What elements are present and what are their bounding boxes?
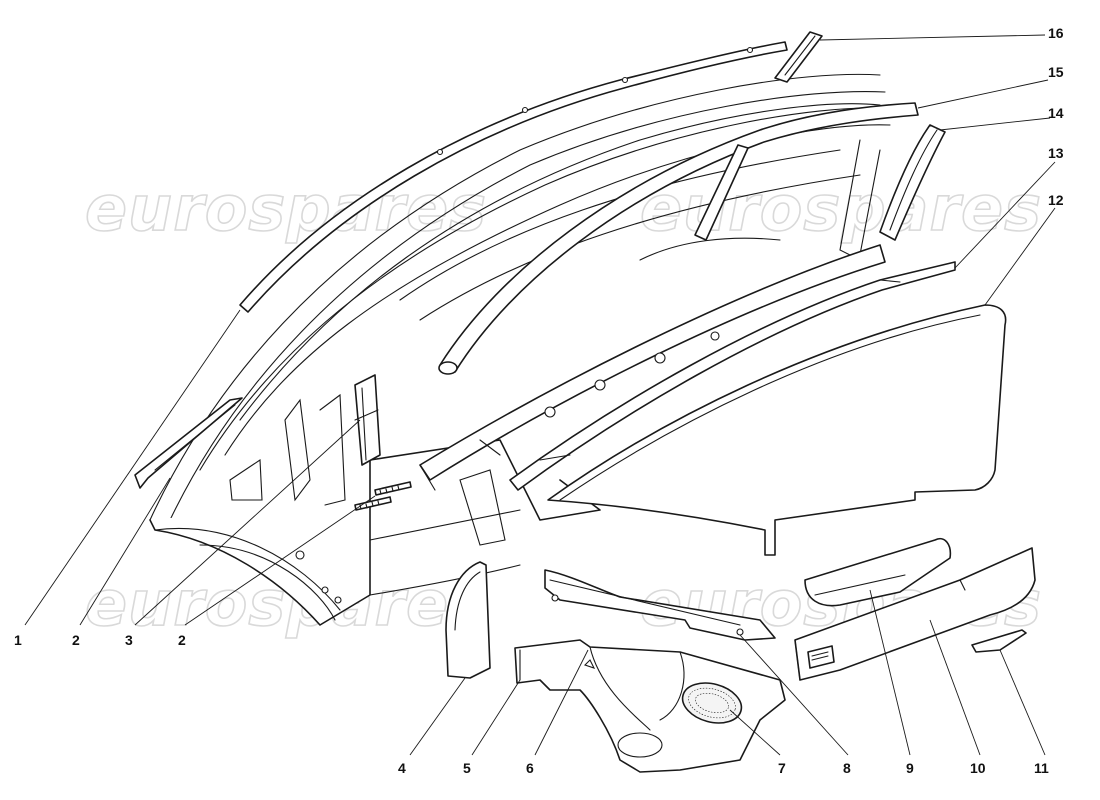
door-body xyxy=(149,73,891,626)
part-13-window-seal xyxy=(509,261,956,491)
callout-9: 9 xyxy=(906,760,914,776)
part-11-small-cover xyxy=(971,629,1027,653)
belt-rail xyxy=(419,244,886,491)
part-16-top-strip xyxy=(774,31,823,83)
callout-11: 11 xyxy=(1034,760,1049,776)
callout-7: 7 xyxy=(778,760,786,776)
callout-3: 3 xyxy=(125,632,133,648)
part-15-glass-guide xyxy=(438,102,919,375)
callout-14: 14 xyxy=(1048,105,1064,121)
part-2-screws xyxy=(354,481,412,511)
callout-1: 1 xyxy=(14,632,22,648)
callout-6: 6 xyxy=(526,760,534,776)
callout-2: 2 xyxy=(178,632,186,648)
callout-10: 10 xyxy=(970,760,986,776)
leader-lines xyxy=(24,34,1056,756)
callout-5: 5 xyxy=(463,760,471,776)
callout-13: 13 xyxy=(1048,145,1064,161)
part-12-door-glass xyxy=(547,304,1007,556)
callout-8: 8 xyxy=(843,760,851,776)
part-9-curved-trim xyxy=(804,538,952,607)
part-4-bracket-panel xyxy=(445,561,491,679)
part-5-6-inner-panel xyxy=(514,639,786,773)
part-1-roof-seal xyxy=(239,41,788,313)
part-7-speaker-grille xyxy=(681,682,743,724)
callout-15: 15 xyxy=(1048,64,1064,80)
watermark-left: eurospares xyxy=(85,172,487,245)
part-8-armrest-trim xyxy=(544,569,776,641)
part-2-trim-strip xyxy=(134,397,243,489)
callout-12: 12 xyxy=(1048,192,1064,208)
vertical-channel xyxy=(694,144,749,241)
part-3-bracket xyxy=(354,374,381,466)
callout-4: 4 xyxy=(398,760,406,776)
callouts: 1 2 3 2 4 5 6 7 8 9 10 11 12 13 14 15 16 xyxy=(14,25,1064,776)
callout-16: 16 xyxy=(1048,25,1064,41)
part-10-lower-trim-box xyxy=(794,547,1036,681)
part-14-channel-seal xyxy=(879,124,946,241)
callout-2: 2 xyxy=(72,632,80,648)
